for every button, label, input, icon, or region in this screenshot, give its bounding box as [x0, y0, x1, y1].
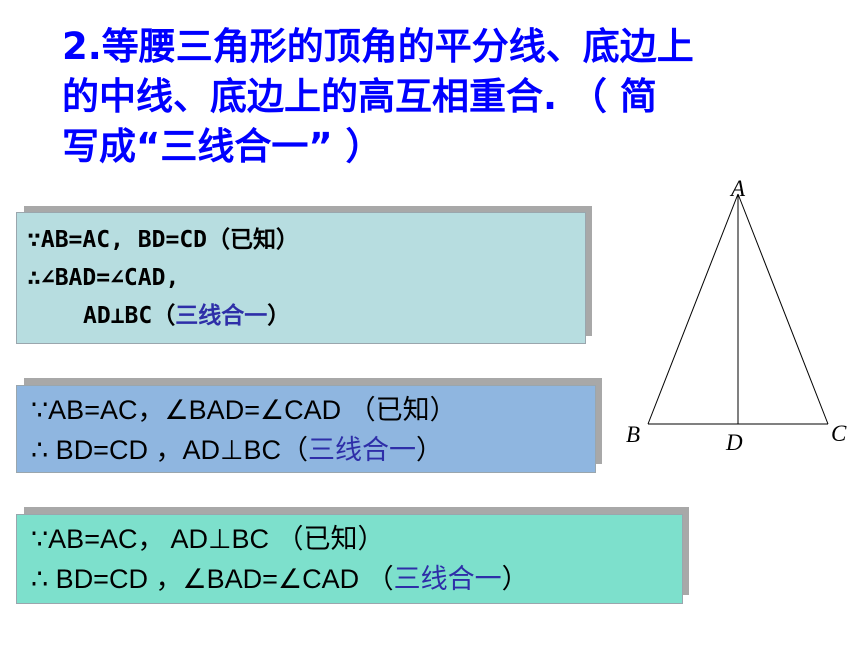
- triangle-diagram: A B C D: [626, 176, 847, 455]
- box3-line-2: ∴ BD=CD ，∠BAD=∠CAD （三线合一）: [17, 559, 682, 599]
- box2-line-2: ∴ BD=CD ，AD⊥BC（三线合一）: [17, 430, 595, 470]
- box1-line-2: ∴∠BAD=∠CAD,: [27, 265, 180, 291]
- label-c: C: [831, 421, 847, 446]
- box2-line2-prefix: ∴ BD=CD ，AD⊥BC（: [31, 435, 308, 465]
- side-ac: [737, 193, 829, 425]
- heading-line-1: 2.等腰三角形的顶角的平分线、底边上: [62, 25, 694, 68]
- heading-line-2: 的中线、底边上的高互相重合. （ 简: [62, 75, 657, 118]
- box3-line2-suffix: ）: [501, 564, 529, 594]
- label-b: B: [626, 422, 640, 447]
- box1-line3-suffix: ）: [267, 303, 291, 329]
- box1-line-3: AD⊥BC（三线合一）: [17, 297, 585, 335]
- label-d: D: [725, 430, 743, 455]
- label-a: A: [729, 176, 746, 201]
- side-ab: [647, 193, 739, 425]
- box3-line-1: ∵AB=AC， AD⊥BC （已知）: [31, 524, 385, 554]
- slide-heading: 2.等腰三角形的顶角的平分线、底边上 的中线、底边上的高互相重合. （ 简 写成…: [62, 22, 822, 172]
- proof-box-1: ∵AB=AC, BD=CD（已知） ∴∠BAD=∠CAD, AD⊥BC（三线合一…: [16, 212, 586, 344]
- heading-line-3: 写成“三线合一” ）: [62, 125, 383, 168]
- proof-box-3: ∵AB=AC， AD⊥BC （已知） ∴ BD=CD ，∠BAD=∠CAD （三…: [16, 514, 683, 604]
- proof-box-2: ∵AB=AC，∠BAD=∠CAD （已知） ∴ BD=CD ，AD⊥BC（三线合…: [16, 385, 596, 473]
- box2-line-1: ∵AB=AC，∠BAD=∠CAD （已知）: [31, 395, 457, 425]
- box2-line2-suffix: ）: [416, 435, 443, 465]
- box3-line2-prefix: ∴ BD=CD ，∠BAD=∠CAD （: [31, 564, 394, 594]
- box1-line3-prefix: AD⊥BC（: [83, 303, 176, 329]
- box2-reason: 三线合一: [308, 435, 416, 465]
- box1-reason: 三线合一: [175, 303, 268, 329]
- box1-line-1: ∵AB=AC, BD=CD（已知）: [27, 227, 300, 253]
- box3-reason: 三线合一: [393, 564, 502, 594]
